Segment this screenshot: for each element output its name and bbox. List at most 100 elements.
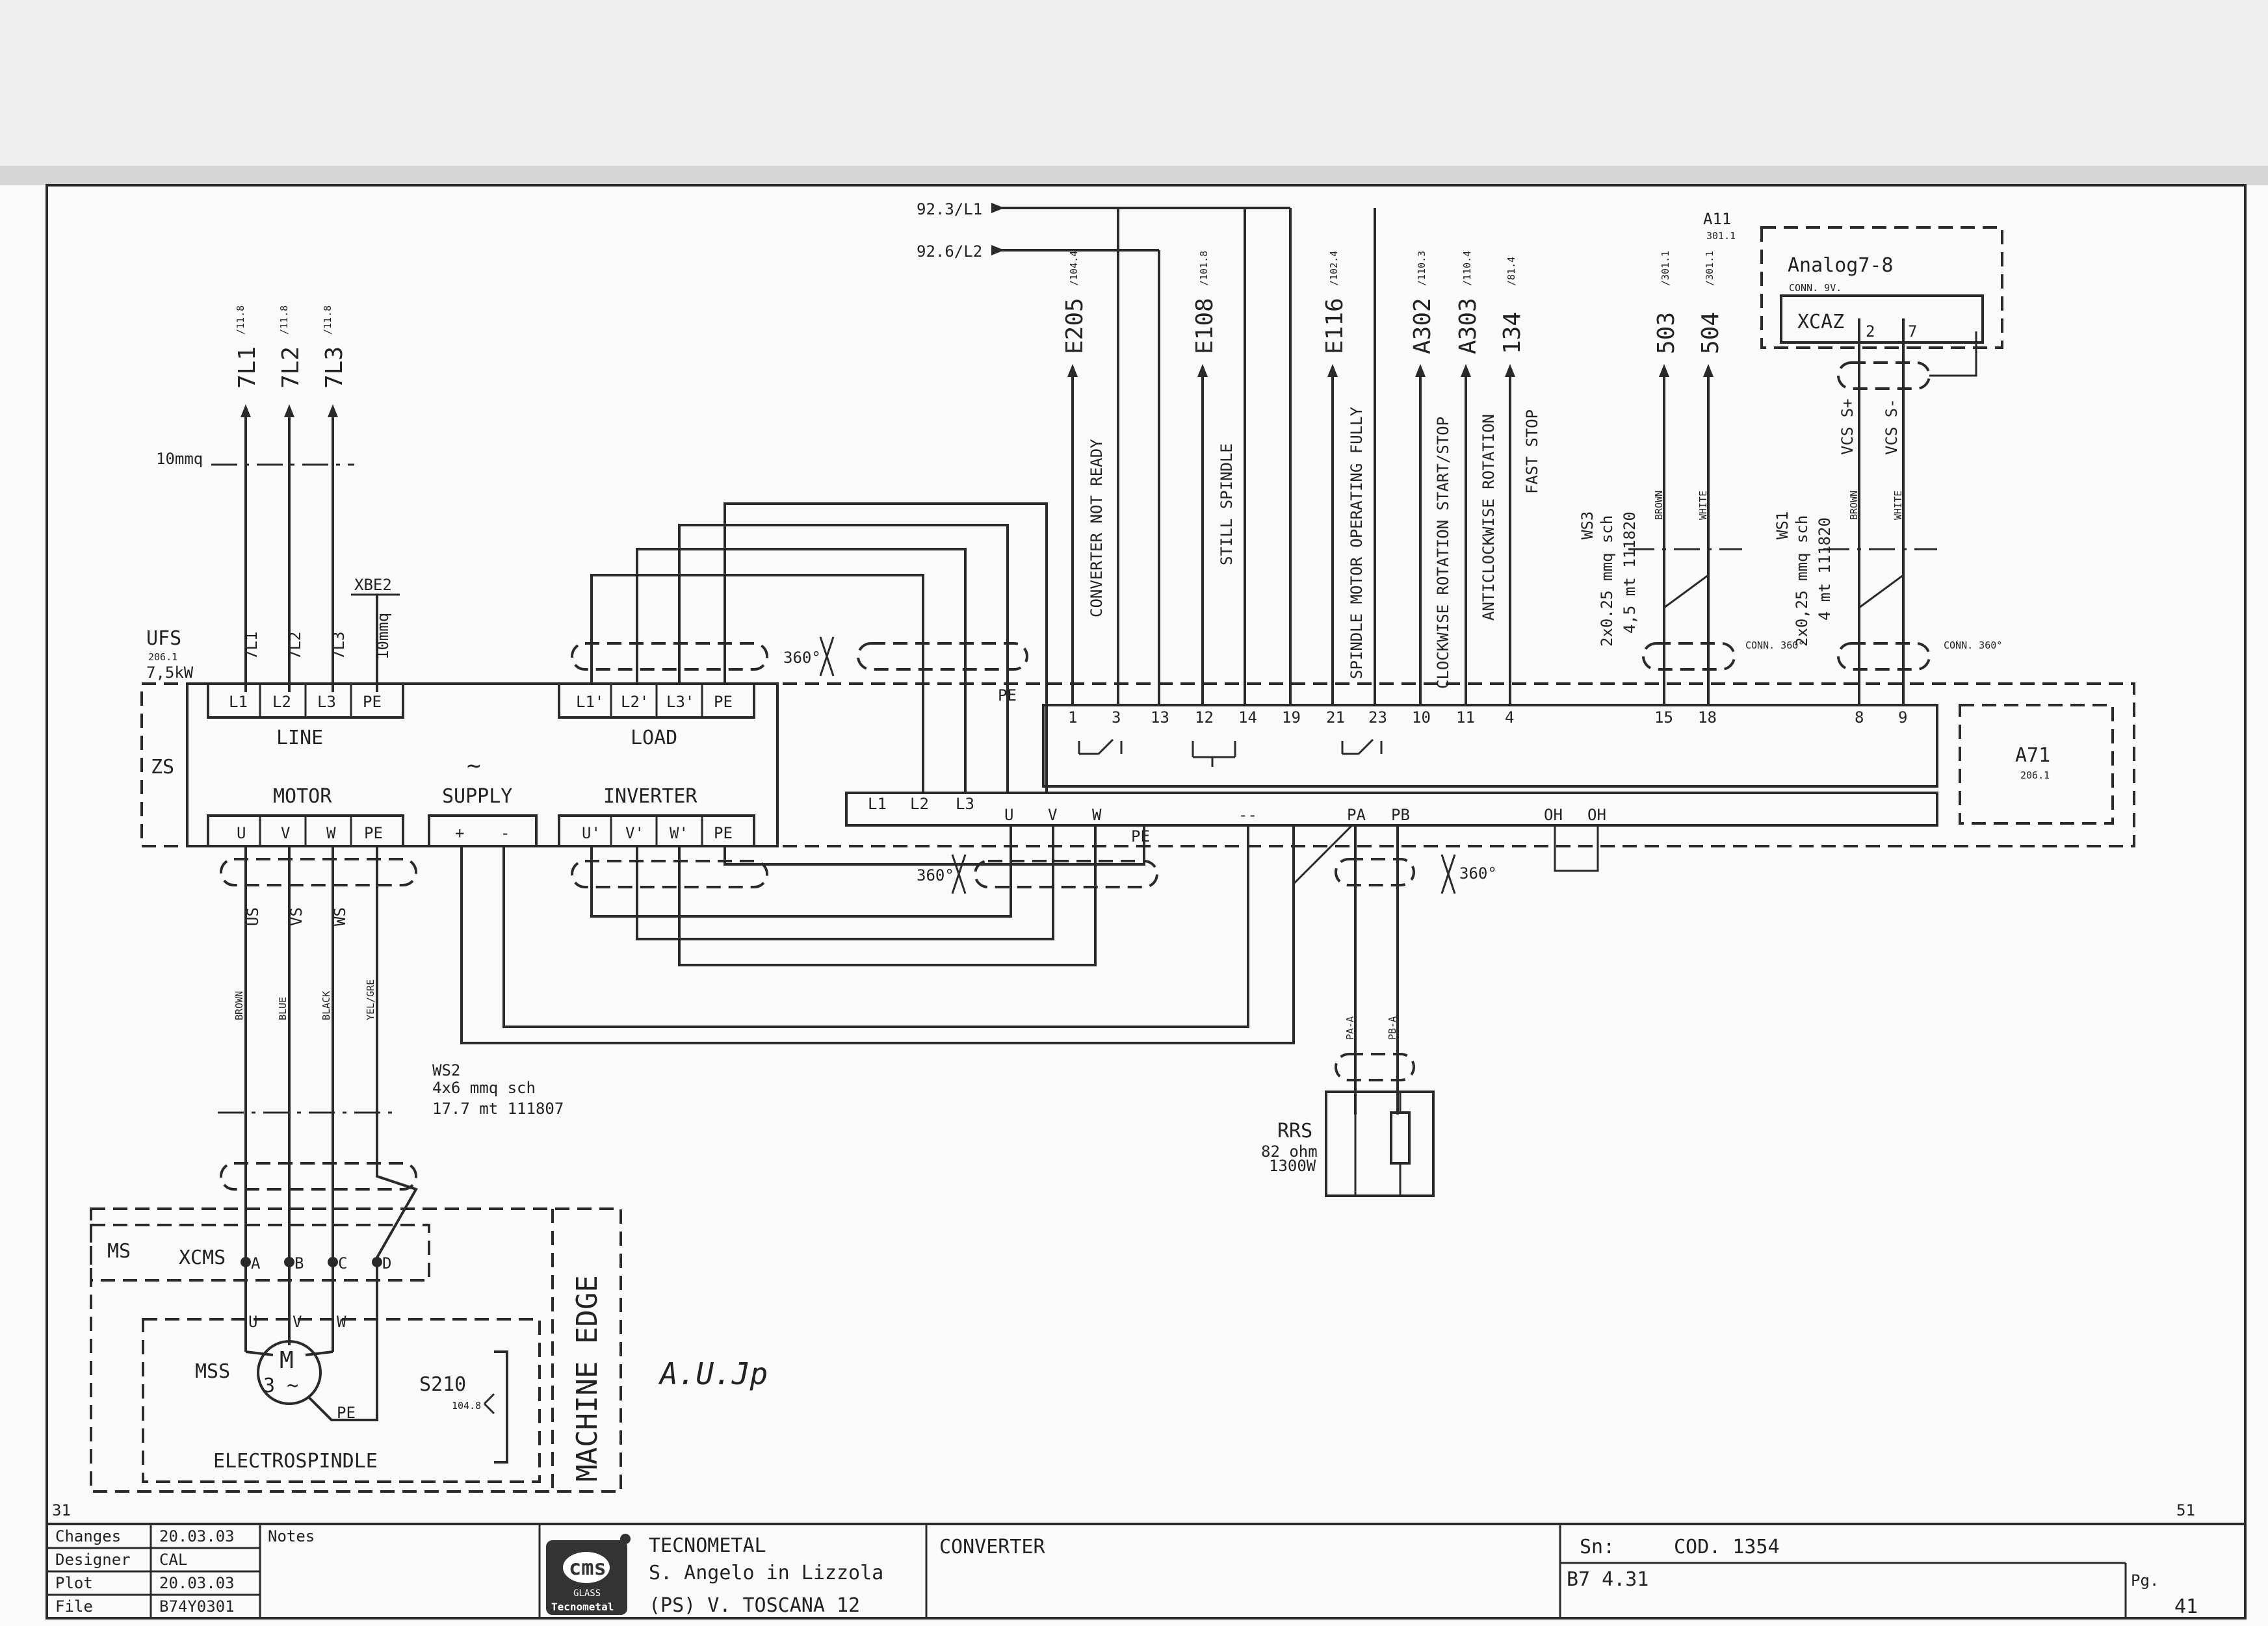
line-ref-1: /11.8 bbox=[235, 305, 246, 335]
motor-color-4: YEL/GRE bbox=[365, 979, 376, 1020]
mss-motor-phase: 3 ~ bbox=[263, 1374, 298, 1397]
pt-oh2: OH bbox=[1587, 806, 1606, 824]
machine-side: MS XCMS A B C D U V W M 3 ~ MSS PE ELECT… bbox=[90, 1207, 768, 1493]
rrs-power: 1300W bbox=[1269, 1157, 1316, 1175]
a11-conn: CONN. 9V. bbox=[1789, 282, 1842, 294]
supply-label: SUPPLY bbox=[442, 785, 512, 808]
ufs-power: 7,5kW bbox=[146, 664, 194, 682]
motor-color-1: BROWN bbox=[233, 991, 245, 1020]
ct-8: 8 bbox=[1855, 708, 1864, 727]
xcms-label: XCMS bbox=[179, 1246, 226, 1269]
tb-page-number: 41 bbox=[2174, 1595, 2198, 1618]
signal-labels: E205 /104.4 CONVERTER NOT READY E108 /10… bbox=[1062, 251, 1724, 689]
ct-9: 9 bbox=[1898, 708, 1907, 727]
zs-label: ZS bbox=[151, 756, 174, 779]
ct-3: 3 bbox=[1112, 708, 1121, 727]
sig-code-503: 503 bbox=[1653, 312, 1680, 354]
ws2-spec: 4x6 mmq sch bbox=[432, 1079, 536, 1097]
motor-color-2: BLUE bbox=[277, 997, 289, 1020]
s210-label: S210 bbox=[419, 1373, 466, 1396]
sig-code-a303: A303 bbox=[1455, 298, 1481, 354]
tb-address-2: (PS) V. TOSCANA 12 bbox=[649, 1594, 860, 1617]
ufs-ref: 206.1 bbox=[148, 651, 177, 663]
ufs-wire-1: 7L1 bbox=[242, 632, 261, 660]
pt-l3: L3 bbox=[956, 795, 974, 813]
title-block: Changes 20.03.03 Designer CAL Plot 20.03… bbox=[47, 1523, 2245, 1618]
mss-phase-w: W bbox=[337, 1313, 346, 1331]
tb-drawing-no: B7 4.31 bbox=[1567, 1568, 1649, 1591]
company-logo: cms GLASS Tecnometal bbox=[546, 1534, 631, 1615]
ws1-color-2: WHITE bbox=[1892, 491, 1904, 520]
motor-label: MOTOR bbox=[273, 785, 332, 808]
load-shield-label: 360° bbox=[783, 649, 821, 667]
tb-changes-value: 20.03.03 bbox=[159, 1527, 235, 1545]
a11-pin-7: 7 bbox=[1908, 322, 1917, 341]
motor-cable-us: US bbox=[244, 907, 262, 926]
line-wire-2: 7L2 bbox=[278, 346, 304, 389]
line-ref-2: /11.8 bbox=[278, 305, 290, 335]
xcms-pin-a: A bbox=[251, 1254, 261, 1272]
xcms-pin-c: C bbox=[338, 1254, 347, 1272]
sig-code-e108: E108 bbox=[1192, 298, 1218, 354]
ct-21: 21 bbox=[1326, 708, 1345, 727]
feed-ref-2: 92.6/L2 bbox=[917, 242, 982, 261]
tb-address-1: S. Angelo in Lizzola bbox=[649, 1562, 883, 1584]
ct-18: 18 bbox=[1698, 708, 1717, 727]
ws2-len: 17.7 mt 111807 bbox=[432, 1100, 564, 1118]
line-term-l1: L1 bbox=[229, 693, 248, 711]
ws1-name: WS1 bbox=[1773, 511, 1792, 539]
mss-label: MSS bbox=[195, 1360, 230, 1383]
tb-designer-label: Designer bbox=[55, 1551, 131, 1569]
line-term-l2: L2 bbox=[272, 693, 291, 711]
supply-term-minus: - bbox=[501, 824, 510, 842]
tb-pg-label: Pg. bbox=[2131, 1571, 2159, 1590]
brake-shield-label: 360° bbox=[1459, 864, 1497, 883]
tb-designer-value: CAL bbox=[159, 1551, 187, 1569]
a11-module: A11 301.1 Analog7-8 CONN. 9V. XCAZ 2 7 bbox=[1703, 210, 2003, 349]
sig-code-134: 134 bbox=[1499, 312, 1526, 354]
tb-plot-value: 20.03.03 bbox=[159, 1574, 235, 1592]
sig-desc-e205: CONVERTER NOT READY bbox=[1088, 439, 1106, 617]
ufs-wire-2: 7L2 bbox=[286, 632, 304, 660]
tb-notes-label: Notes bbox=[268, 1527, 315, 1545]
ct-4: 4 bbox=[1505, 708, 1514, 727]
s210-ref: 104.8 bbox=[452, 1400, 481, 1412]
ct-1: 1 bbox=[1068, 708, 1077, 727]
mss-phase-v: V bbox=[293, 1313, 302, 1331]
line-ref-3: /11.8 bbox=[322, 305, 333, 335]
xcms-pin-d: D bbox=[382, 1254, 391, 1272]
tb-changes-label: Changes bbox=[55, 1527, 121, 1545]
ws2-name: WS2 bbox=[432, 1061, 460, 1079]
logo-brand: Tecnometal bbox=[551, 1601, 614, 1613]
sig-code-e205: E205 bbox=[1062, 298, 1088, 354]
a11-name: A11 bbox=[1703, 210, 1731, 228]
signal-wires: 92.3/L1 92.6/L2 bbox=[917, 200, 1714, 705]
motor-term-pe: PE bbox=[364, 824, 383, 842]
ufs-name: UFS bbox=[146, 627, 181, 650]
pt-w: W bbox=[1092, 806, 1102, 824]
a11-pin-2: 2 bbox=[1866, 322, 1875, 341]
ms-label: MS bbox=[107, 1240, 131, 1263]
pt-l1: L1 bbox=[868, 795, 887, 813]
brake-resistor: 360° PA-A PB-A RRS 82 ohm 1300W bbox=[1261, 825, 1497, 1197]
logo-cms: cms bbox=[569, 1555, 606, 1580]
line-cable-size: 10mmq bbox=[156, 450, 203, 468]
sig-desc-e116: SPINDLE MOTOR OPERATING FULLY bbox=[1348, 406, 1366, 679]
motor-term-w: W bbox=[326, 824, 336, 842]
ws1-signal-2: VCS S- bbox=[1883, 398, 1901, 455]
xcms-pin-b: B bbox=[294, 1254, 304, 1272]
mss-motor-m: M bbox=[280, 1347, 294, 1374]
ws1-spec: 2x0,25 mmq sch bbox=[1793, 515, 1811, 647]
ws1-cable: VCS S+ VCS S- BROWN WHITE WS1 2x0,25 mmq… bbox=[1773, 318, 2002, 705]
inverter-term-pe: PE bbox=[714, 824, 733, 842]
sig-ref-e116: /102.4 bbox=[1328, 251, 1340, 286]
pt-pa: PA bbox=[1347, 806, 1366, 824]
line-wire-1: 7L1 bbox=[234, 346, 261, 389]
sig-ref-134: /81.4 bbox=[1505, 257, 1517, 286]
power-terminal-strip: L1 L2 L3 U V W PE -- PA PB OH OH bbox=[845, 792, 1938, 872]
load-term-2: L2' bbox=[621, 693, 649, 711]
line-term-pe: PE bbox=[363, 693, 382, 711]
machine-edge-label: MACHINE EDGE bbox=[571, 1275, 604, 1482]
